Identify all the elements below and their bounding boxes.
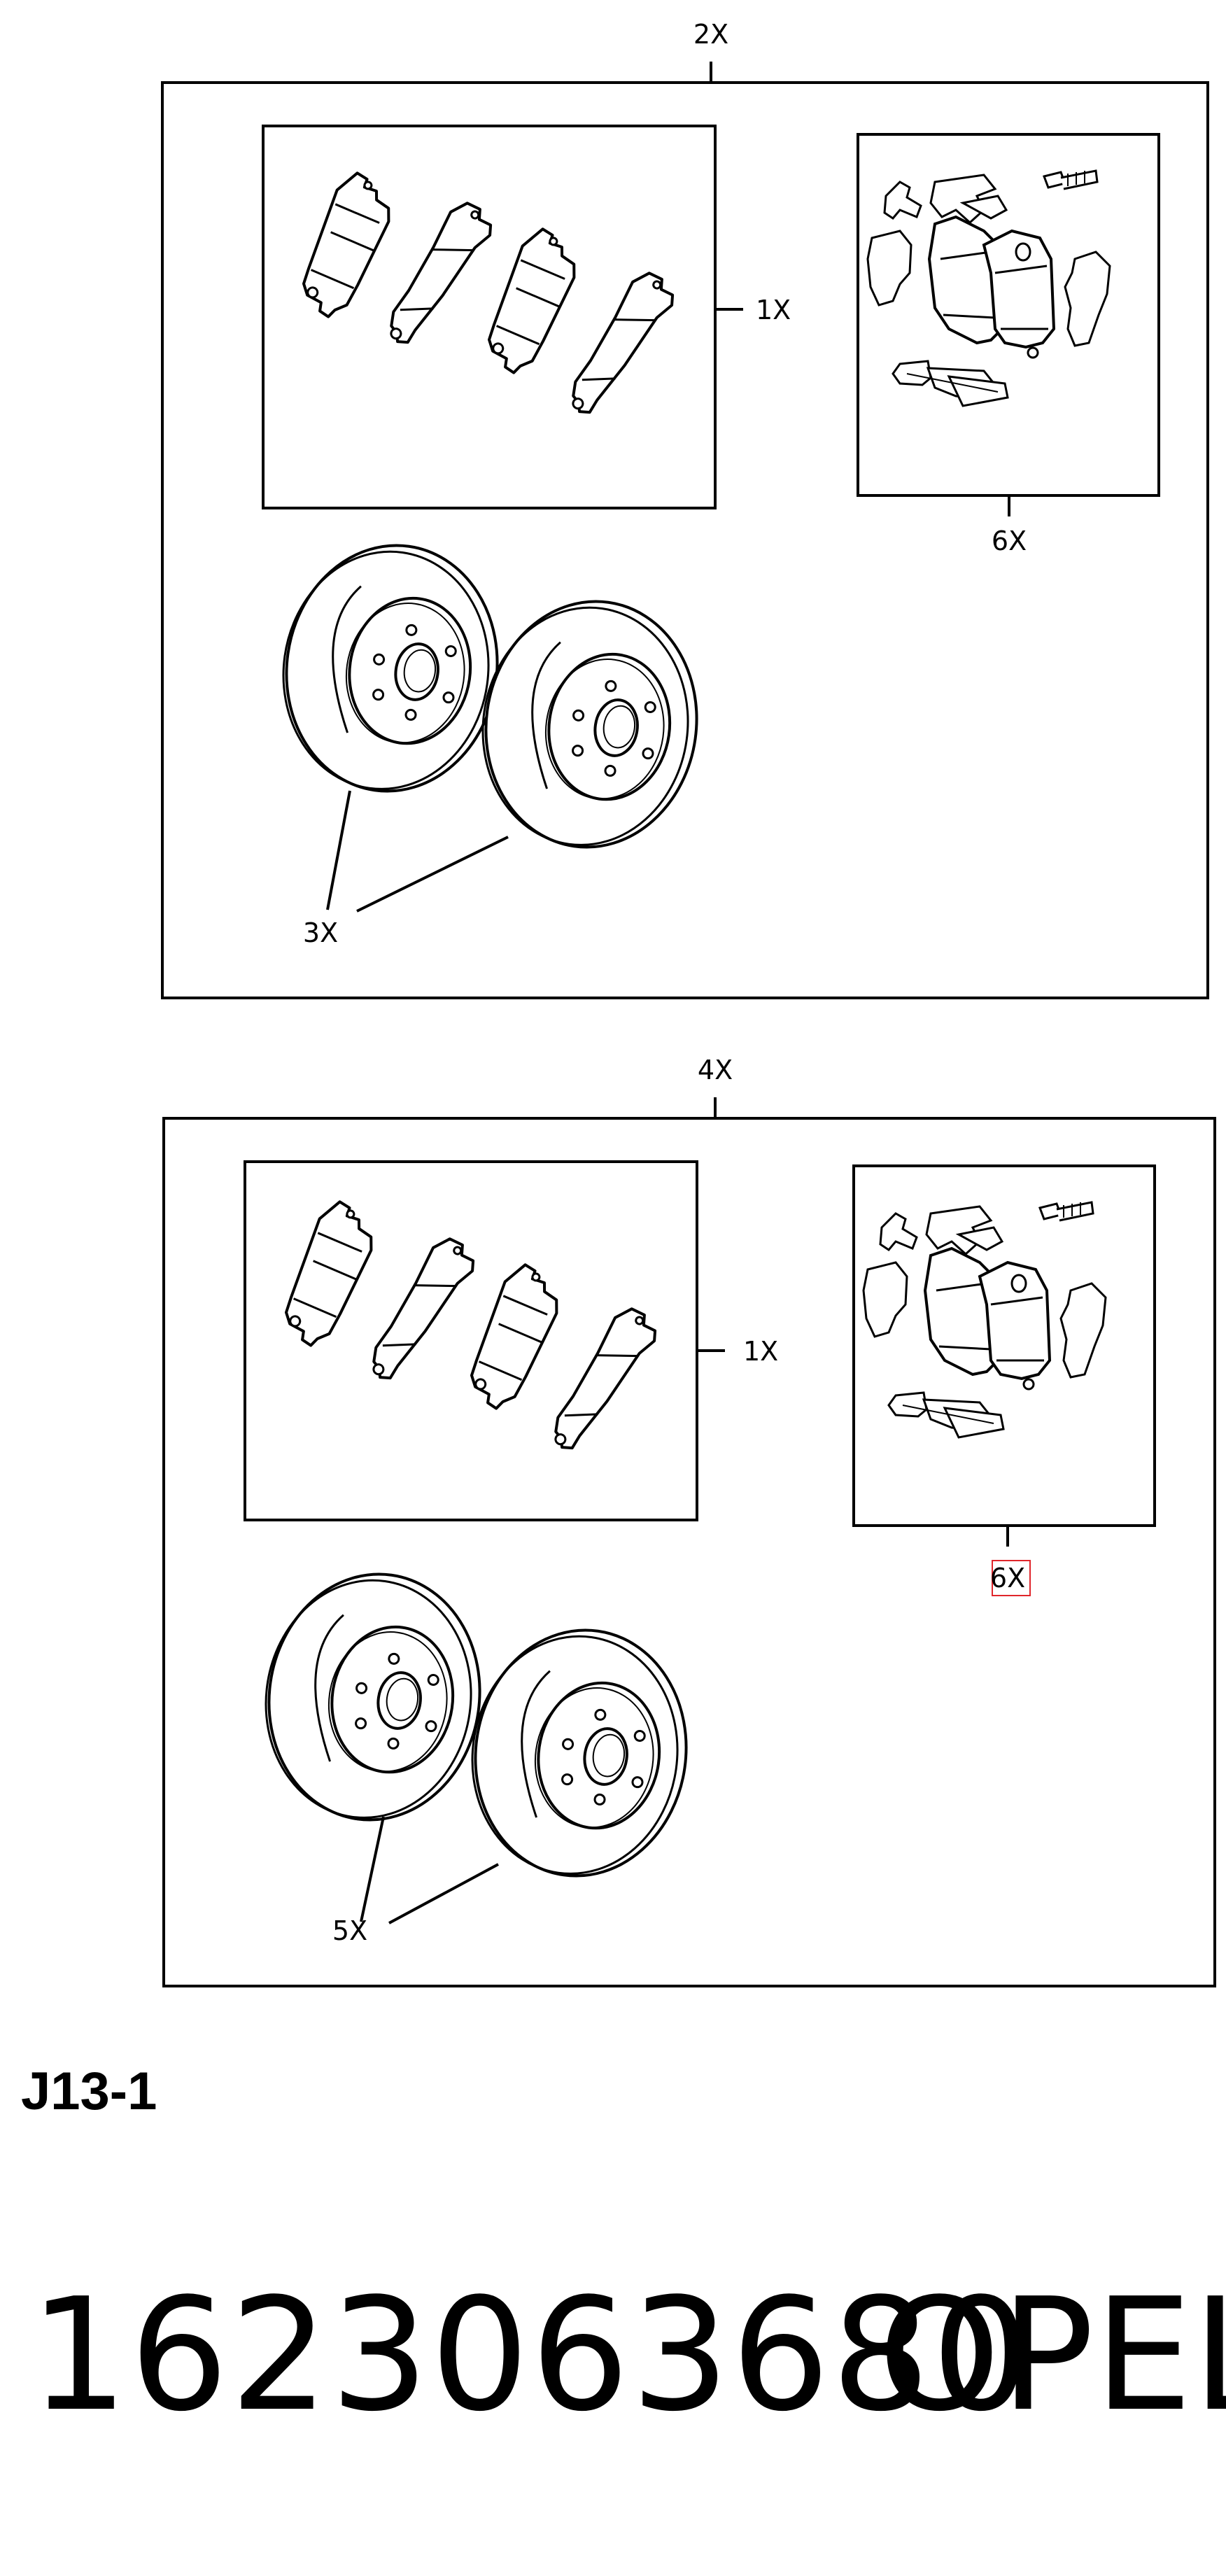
kit-2-pad [463,1258,570,1419]
kit-2-pad [365,1226,482,1396]
kit-1-hardware-kit [866,169,1111,407]
kit-2-hardware-box [852,1164,1156,1527]
kit-1-pad [480,222,587,383]
kit-2-pad [277,1195,384,1356]
kit-1: 2X 1X 6X 3X [161,19,1209,999]
kit-2-disc [249,1558,498,1836]
brand-name: OPEL [878,2265,1226,2446]
kit-2-discs-qty-label: 5X [332,1915,367,1946]
kit-1-pads-qty-label: 1X [756,295,791,325]
kit-2: 4X 1X 6X 5X [162,1055,1216,1987]
kit-2-frame [162,1117,1216,1987]
kit-1-qty-label: 2X [693,19,728,50]
kit-1-pad [295,166,402,327]
kit-2-hardware-qty-highlight [992,1560,1031,1596]
kit-1-discs-qty-label: 3X [303,917,338,948]
kit-2-disc [456,1614,704,1892]
kit-1-pads-box [262,125,717,509]
kit-1-disc [466,586,714,863]
kit-1-frame [161,81,1209,999]
kit-1-disc [267,530,515,807]
brake-kit-diagram: 2X 1X 6X 3X 4X 1X [161,19,1216,1987]
kit-2-pads-box [244,1160,698,1521]
part-number: 1623063680 [29,2265,1032,2446]
kit-2-qty-label: 4X [698,1055,733,1085]
figure-code: J13-1 [21,2062,157,2121]
kit-2-hardware-qty-label: 6X [990,1563,1025,1593]
kit-1-pad [383,190,500,360]
kit-1-pad [565,260,682,430]
kit-2-pads-qty-label: 1X [743,1336,778,1367]
kit-1-hardware-qty-label: 6X [992,526,1027,556]
kit-2-hardware-kit [862,1201,1107,1439]
kit-2-pad [547,1296,664,1466]
